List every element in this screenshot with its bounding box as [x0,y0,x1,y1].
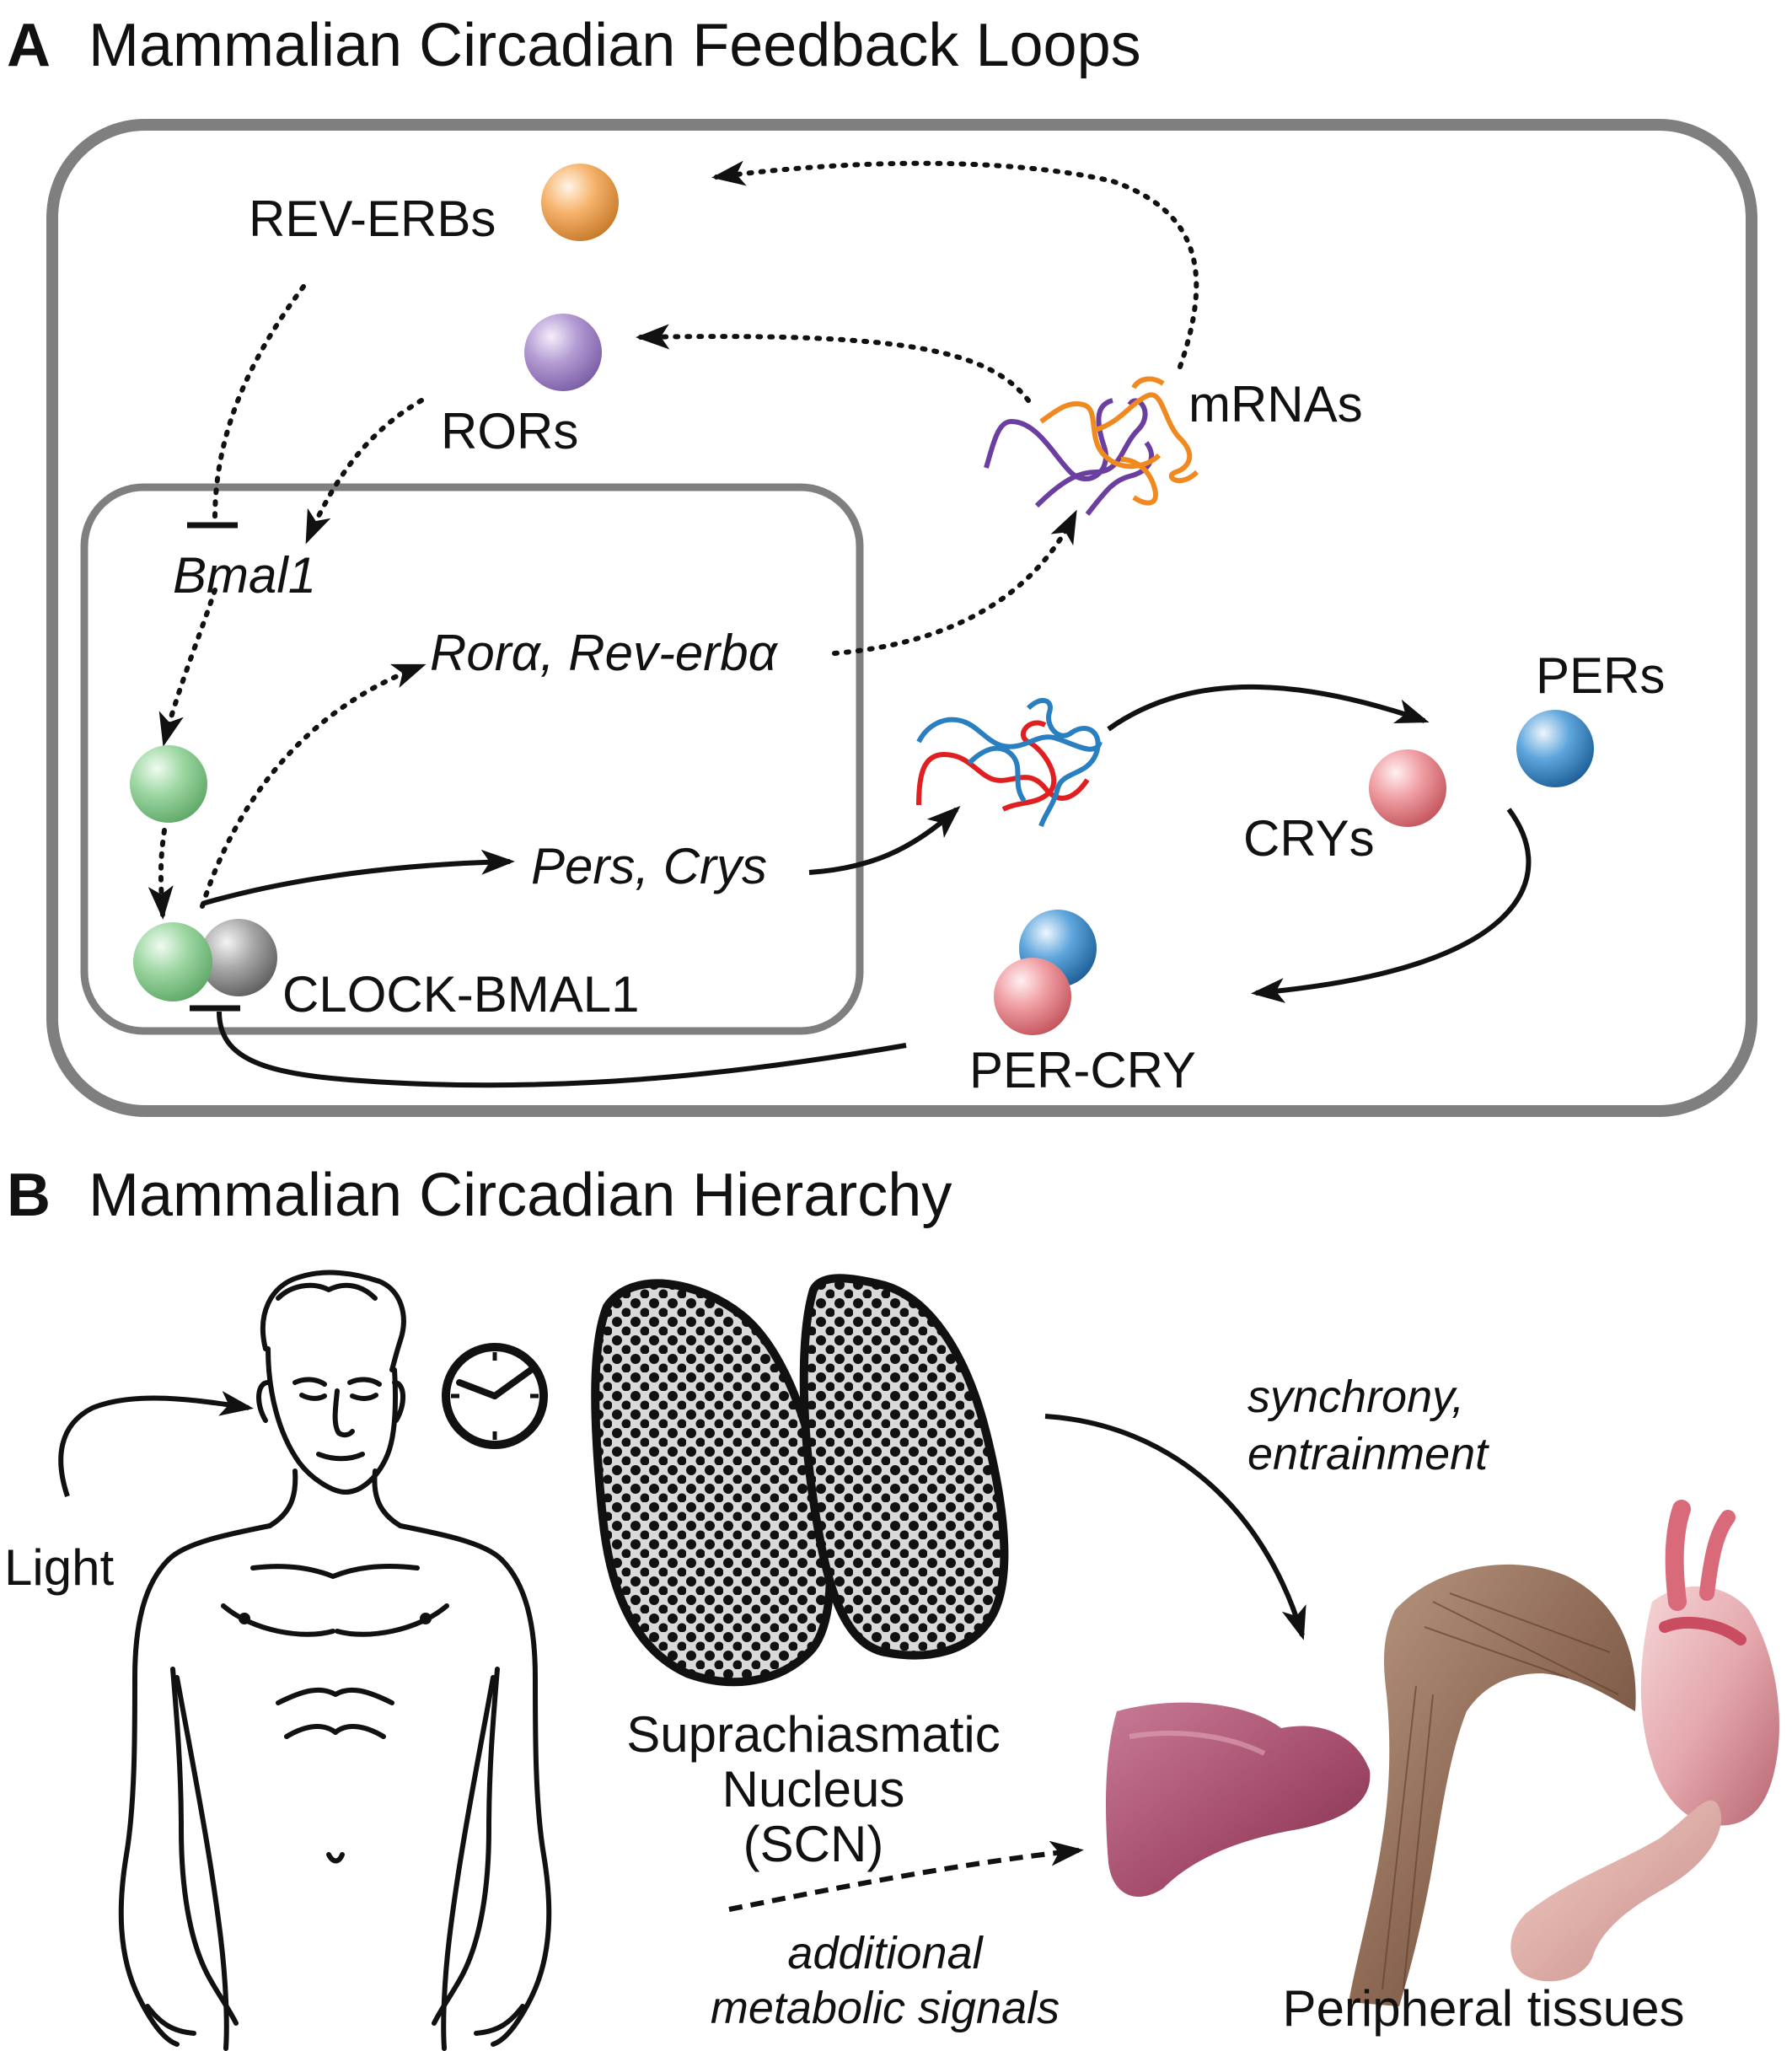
arrow-complex-to-rora [200,663,427,909]
arrow-mrna-to-proteins [1107,684,1430,732]
metabolic-label-line2: metabolic signals [711,1983,1060,2033]
rev-erb-protein-icon [541,164,619,241]
mrnas-label: mRNAs [1188,376,1363,432]
dotted-arrows [148,160,1199,920]
rora-reverba-gene-label: Rorα, Rev-erbα [430,625,779,681]
arrow-protein-to-complex [148,828,174,920]
arrow-pers-to-mrna [808,805,961,875]
scn-label-line2: Nucleus [722,1761,905,1817]
human-figure-icon [118,1270,552,2051]
panel-a-letter: A [7,12,51,79]
rors-label: RORs [441,403,578,459]
clock-protein-icon [200,919,277,996]
arrow-rors-to-bmal1 [305,398,424,545]
cry-protein-icon [1369,749,1446,827]
ror-protein-icon [524,314,602,391]
scn-icon [591,1274,1009,1687]
mrna-cluster-bottom [916,698,1103,828]
panel-b-letter: B [7,1162,51,1229]
muscle-icon [1349,1564,1636,2006]
light-arrow [58,1391,254,1497]
bmal1-protein-icon [130,745,207,823]
rev-erbs-label: REV-ERBs [249,191,496,247]
arrow-bmal1-to-protein [158,588,217,747]
nucleus-boundary [80,483,864,1035]
metabolic-signals-arrow [728,1840,1084,1912]
clock-icon [442,1343,548,1449]
arrow-complex-to-pers [201,849,515,906]
entrainment-label: entrainment [1247,1429,1489,1479]
inhibit-percry-clock [217,1011,907,1088]
pers-crys-gene-label: Pers, Crys [531,838,767,894]
synchrony-label: synchrony, [1247,1372,1464,1422]
crys-label: CRYs [1243,810,1375,867]
peripheral-tissues-label: Peripheral tissues [1283,1980,1685,2037]
mrna-cluster-top [984,376,1199,516]
solid-arrows [201,684,1532,1088]
arrow-rora-to-mrna [832,509,1077,656]
arrow-mrna-to-rors [636,324,1031,403]
scn-label-line1: Suprachiasmatic [626,1706,1001,1763]
heart-icon [1640,1500,1779,1826]
pancreas-icon [1510,1800,1721,1982]
metabolic-label-line1: additional [787,1928,984,1979]
cell-boundary [46,119,1757,1117]
arrow-mrna-to-reverbs [711,160,1199,369]
per-protein-icon [1516,710,1594,787]
panel-b-title: Mammalian Circadian Hierarchy [89,1162,952,1229]
bmal1-complex-protein-icon [133,922,212,1001]
arrow-proteins-to-percry [1251,808,1532,1003]
scn-label-line3: (SCN) [743,1816,884,1872]
light-label: Light [4,1539,114,1596]
bmal1-gene-label: Bmal1 [173,547,316,604]
cry-complex-protein-icon [994,958,1071,1035]
panel-a-title: Mammalian Circadian Feedback Loops [89,12,1141,79]
per-cry-label: PER-CRY [969,1042,1196,1098]
liver-icon [1106,1702,1371,1897]
clock-bmal1-label: CLOCK-BMAL1 [282,966,639,1023]
synchrony-arrow [1044,1414,1306,1640]
pers-label: PERs [1536,647,1665,704]
